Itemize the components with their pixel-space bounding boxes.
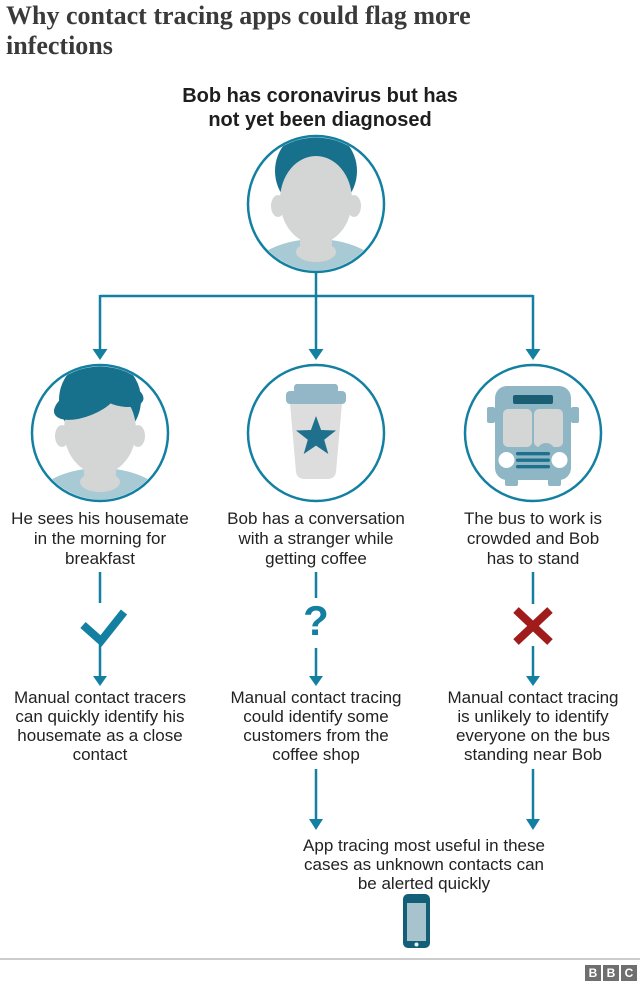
page-title: Why contact tracing apps could flag more… — [6, 1, 471, 60]
scenario-bus: The bus to work is crowded and Bob has t… — [464, 509, 602, 568]
bus-icon — [487, 386, 579, 486]
star-icon — [296, 416, 336, 454]
smartphone-icon — [403, 894, 430, 948]
bbc-logo-letter: C — [621, 965, 637, 981]
outcome-bus: Manual contact tracing is unlikely to id… — [447, 688, 619, 764]
circle-outlines — [30, 134, 603, 503]
arrowheads — [92, 349, 541, 830]
coffee-cup-icon — [286, 384, 346, 479]
scenario-coffee: Bob has a conversation with a stranger w… — [227, 509, 405, 568]
bbc-logo-letter: B — [585, 965, 601, 981]
conclusion-text: App tracing most useful in these cases a… — [303, 836, 545, 893]
scenario-housemate: He sees his housemate in the morning for… — [11, 509, 189, 568]
check-icon — [80, 609, 128, 647]
question-mark-icon: ? — [303, 597, 329, 644]
footer-divider — [0, 958, 640, 960]
cross-icon — [513, 607, 553, 645]
connector-lines — [98, 271, 535, 819]
bbc-logo: B B C — [585, 965, 637, 981]
bbc-logo-letter: B — [603, 965, 619, 981]
outcome-housemate: Manual contact tracers can quickly ident… — [14, 688, 186, 764]
intro-caption: Bob has coronavirus but has not yet been… — [182, 85, 458, 131]
outcome-coffee: Manual contact tracing could identify so… — [230, 688, 402, 764]
